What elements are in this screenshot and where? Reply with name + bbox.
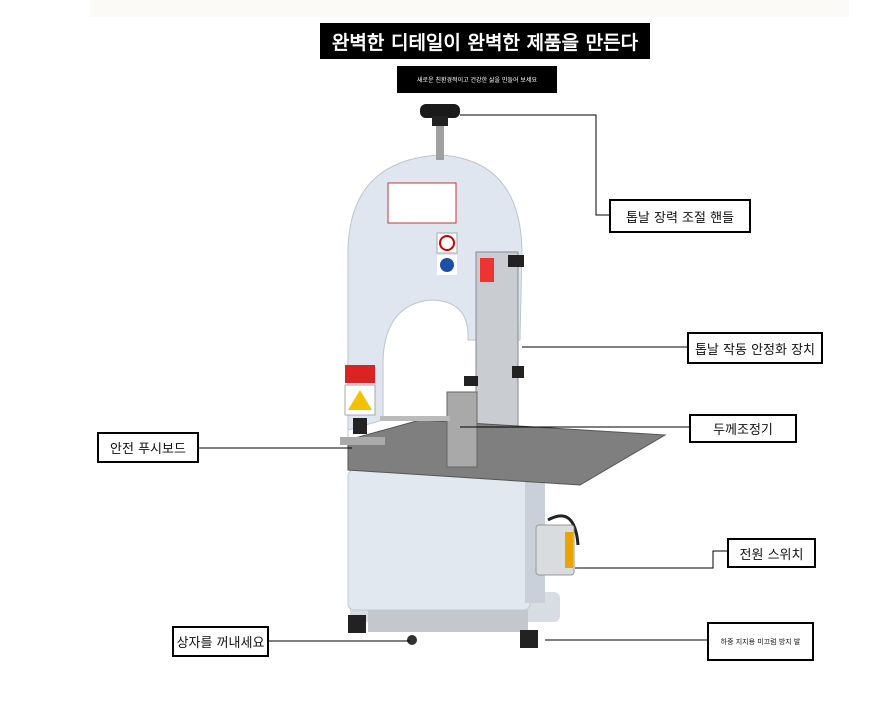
tension-handle xyxy=(420,104,460,118)
tension-rod xyxy=(436,120,444,160)
foot xyxy=(348,615,366,633)
push-board-rod xyxy=(340,437,385,445)
blade-guide xyxy=(475,251,519,453)
callout-drawer: 상자를 꺼내세요 xyxy=(172,626,269,657)
work-table xyxy=(347,419,667,486)
drawer-knob xyxy=(407,635,417,645)
thickness-gauge xyxy=(446,391,478,468)
callout-power-switch: 전원 스위치 xyxy=(727,538,816,568)
callout-thickness-adjuster: 두께조정기 xyxy=(689,414,797,443)
callout-tension-handle: 톱날 장력 조절 핸들 xyxy=(609,199,751,233)
page-subtitle: 새로운 친환경적이고 건강한 삶을 만들어 보세요 xyxy=(397,66,557,93)
drawer xyxy=(368,610,528,632)
warning-label xyxy=(387,182,457,224)
callout-blade-stabilizer: 톱날 작동 안정화 장치 xyxy=(687,332,823,364)
upper-frame xyxy=(347,154,523,470)
top-strip xyxy=(90,0,849,17)
callout-anti-slip-feet: 하중 지지용 미끄럼 방지 발 xyxy=(707,622,814,661)
foot xyxy=(520,630,538,648)
page-title: 완벽한 디테일이 완벽한 제품을 만든다 xyxy=(320,23,650,59)
callout-push-board: 안전 푸시보드 xyxy=(97,432,199,463)
lower-cabinet xyxy=(347,469,531,611)
power-switch-box xyxy=(535,524,575,576)
